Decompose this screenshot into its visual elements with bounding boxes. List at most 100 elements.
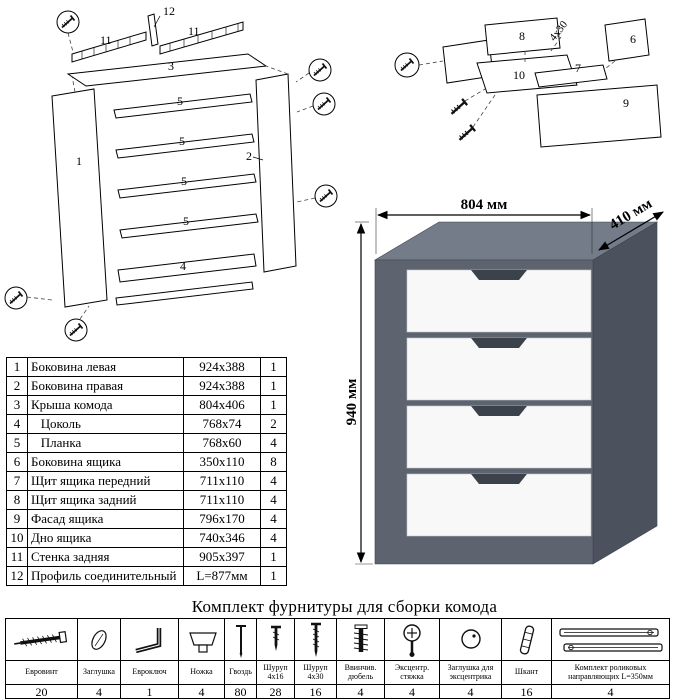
part-name: Фасад ящика [27, 509, 184, 529]
left-side-panel-part [51, 88, 108, 308]
drawer-front [406, 405, 592, 469]
part-number: 11 [6, 547, 28, 567]
hardware-qty: 4 [439, 684, 502, 699]
part-name: Щит ящика передний [27, 471, 184, 491]
plinth-part [115, 281, 254, 306]
width-dimension-label: 804 мм [461, 197, 508, 213]
part-number: 9 [6, 509, 28, 529]
eccentric-cam-icon [403, 623, 421, 657]
hardware-name: Заглушка [77, 660, 121, 685]
hardware-name: Шуруп 4x30 [294, 660, 337, 685]
drawer-handles [471, 270, 527, 484]
part-size: 768x74 [183, 414, 261, 434]
handle-notch [471, 338, 527, 348]
drawer-part-label-8: 8 [519, 29, 525, 43]
part-qty: 8 [260, 452, 287, 472]
part-name: Стенка задняя [27, 547, 184, 567]
hardware-name: Ножка [178, 660, 225, 685]
drawer-front [406, 337, 592, 401]
screw-in-dowel-icon [353, 624, 368, 652]
part-name: Дно ящика [27, 528, 184, 548]
slat-part [117, 173, 257, 199]
part-name: Щит ящика задний [27, 490, 184, 510]
frame-part-label-11a: 11 [100, 33, 112, 47]
part-name: Боковина правая [27, 376, 184, 396]
frame-part-label-12: 12 [163, 4, 175, 18]
hardware-qty: 4 [551, 684, 670, 699]
guide-lines [418, 36, 616, 128]
hardware-icons-row [5, 618, 670, 661]
frame-part-label-5a: 5 [177, 94, 183, 108]
hardware-table: Евровинт Заглушка Евроключ Ножка Гвоздь … [5, 618, 670, 699]
part-size: 924x388 [183, 357, 261, 377]
part-number: 4 [6, 414, 28, 434]
frame-part-label-11b: 11 [188, 24, 200, 38]
part-number: 10 [6, 528, 28, 548]
nail-icon [235, 624, 246, 658]
hex-key-icon [134, 627, 161, 653]
part-number: 7 [6, 471, 28, 491]
part-number: 12 [6, 566, 28, 586]
hardware-name: Заглушка для эксцентрика [439, 660, 502, 685]
hardware-qty: 20 [5, 684, 78, 699]
hardware-name: Шуруп 4x16 [256, 660, 295, 685]
hardware-qty: 4 [77, 684, 121, 699]
part-name: Боковина левая [27, 357, 184, 377]
handle-notch [471, 270, 527, 280]
hatch-marks [81, 23, 239, 59]
top-panel-part [66, 53, 268, 87]
height-dimension-label: 940 мм [345, 379, 360, 426]
part-qty: 1 [260, 376, 287, 396]
drawer-exploded-diagram: 8 6 10 7 9 4x30 [394, 17, 662, 148]
part-qty: 4 [260, 528, 287, 548]
handle-notch [471, 474, 527, 484]
euroscrew-icon [13, 630, 67, 646]
part-name: Крыша комода [27, 395, 184, 415]
drawer-facade-part [536, 84, 662, 148]
part-qty: 4 [260, 433, 287, 453]
connecting-profile-part [147, 13, 159, 47]
drawer-front [406, 269, 592, 333]
hardware-name: Ввинчив. дюбель [336, 660, 385, 685]
slat-part [113, 93, 253, 119]
part-qty: 4 [260, 490, 287, 510]
part-qty: 1 [260, 395, 287, 415]
roller-guides-icon [558, 627, 663, 652]
hardware-qty: 1 [120, 684, 179, 699]
frame-exploded-diagram: 12 11 11 3 1 5 5 5 5 2 [4, 4, 338, 342]
hardware-kit-title: Комплект фурнитуры для сборки комода [191, 597, 498, 616]
frame-part-label-3: 3 [168, 59, 174, 73]
drawer-part-label-6: 6 [630, 32, 636, 46]
screw-4x30-icon [310, 622, 321, 657]
hardware-qty: 16 [501, 684, 552, 699]
hardware-qty: 4 [336, 684, 385, 699]
hardware-names-row: Евровинт Заглушка Евроключ Ножка Гвоздь … [5, 660, 670, 685]
wooden-dowel-icon [519, 625, 534, 654]
back-panel-left-part [71, 31, 147, 63]
part-size: 768x60 [183, 433, 261, 453]
hardware-qty: 4 [384, 684, 440, 699]
part-number: 8 [6, 490, 28, 510]
drawer-front-shield-part [534, 64, 608, 88]
height-dimension: 940 мм [345, 221, 373, 565]
part-size: 796x170 [183, 509, 261, 529]
drawer-part-label-10: 10 [513, 68, 525, 82]
hardware-name: Комплект роликовых направляющих L=350мм [551, 660, 670, 685]
leg-icon [188, 631, 217, 653]
part-name: Боковина ящика [27, 452, 184, 472]
frame-part-label-5d: 5 [183, 214, 189, 228]
part-size: 350x110 [183, 452, 261, 472]
dresser-right-face [592, 221, 658, 565]
plinth-part [117, 253, 257, 283]
part-size: 905x397 [183, 547, 261, 567]
frame-part-label-2: 2 [246, 149, 252, 163]
